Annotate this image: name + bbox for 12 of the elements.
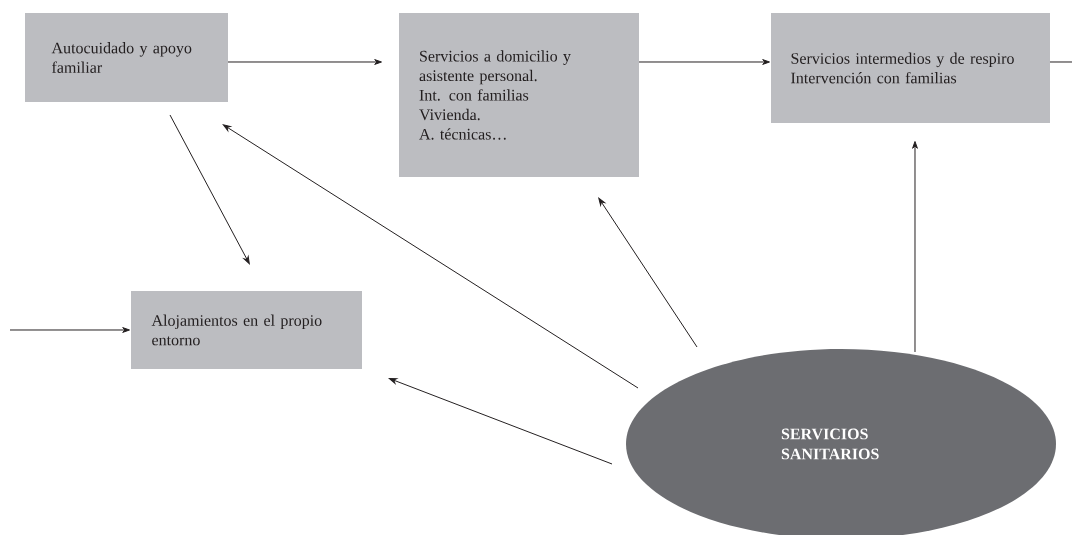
arrow [222,124,639,389]
process-box: Autocuidado y apoyo familiar [25,13,228,102]
process-box: Servicios intermedios y de respiro Intervención con familias [771,13,1050,123]
arrow [638,59,770,65]
arrow [388,378,613,465]
process-box: Servicios a domicilio y asistente personal. Int. con familias Vivienda. A. técnicas… [399,13,639,177]
arrow [598,197,698,348]
arrow [9,327,130,333]
process-box: Alojamientos en el propio entorno [131,291,362,369]
arrow [169,114,250,265]
arrow [227,59,382,65]
arrow [912,141,918,353]
